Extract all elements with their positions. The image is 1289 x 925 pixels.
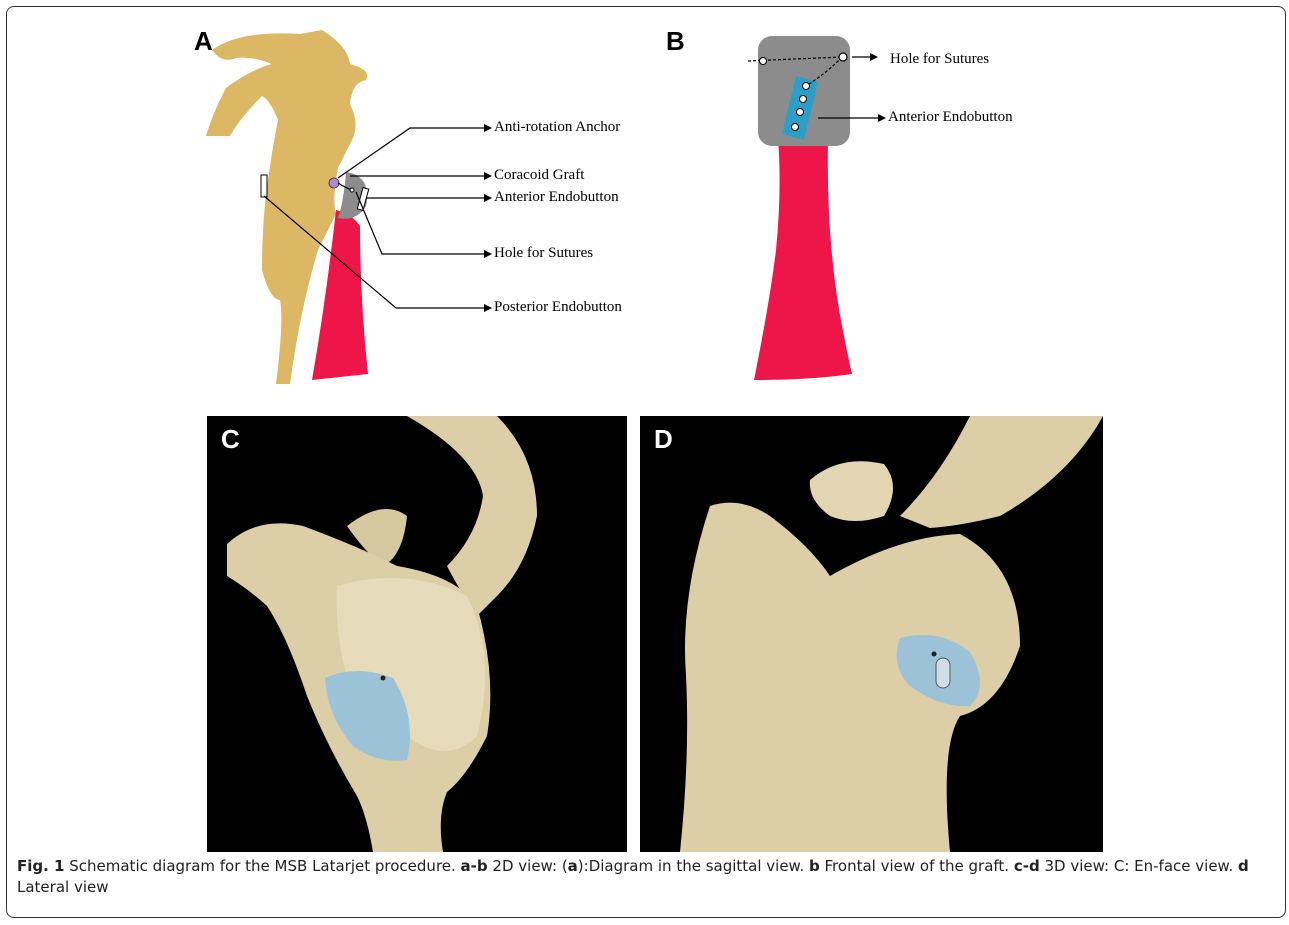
panel-d-3d-model [640,416,1103,852]
caption-text-6: Lateral view [17,878,109,896]
caption-ref-b: b [809,857,820,875]
figure-caption: Fig. 1 Schematic diagram for the MSB Lat… [17,856,1277,898]
panel-b-label: B [666,26,685,57]
caption-text-4: Frontal view of the graft. [820,857,1014,875]
caption-ref-d: d [1238,857,1249,875]
tendon-b [754,135,852,380]
panel-c-label: C [221,424,240,455]
panel-d-label: D [654,424,673,455]
panel-c-render: C [207,416,627,852]
bone-d-coracoid [810,461,893,521]
caption-text-5: 3D view: C: En-face view. [1040,857,1238,875]
caption-ref-cd: c-d [1014,857,1040,875]
caption-text-2: 2D view: ( [488,857,568,875]
bone-d-arm [900,416,1103,528]
panel-c-3d-model [207,416,627,852]
label-anterior-endobutton-b: Anterior Endobutton [888,109,1013,126]
caption-ref-ab: a-b [461,857,488,875]
caption-ref-a: a [568,857,578,875]
label-hole-for-sutures-b: Hole for Sutures [890,51,989,68]
panel-d-render: D [640,416,1103,852]
caption-fig-label: Fig. 1 [17,857,64,875]
caption-text-3: ):Diagram in the sagittal view. [578,857,809,875]
caption-text-1: Schematic diagram for the MSB Latarjet p… [64,857,460,875]
